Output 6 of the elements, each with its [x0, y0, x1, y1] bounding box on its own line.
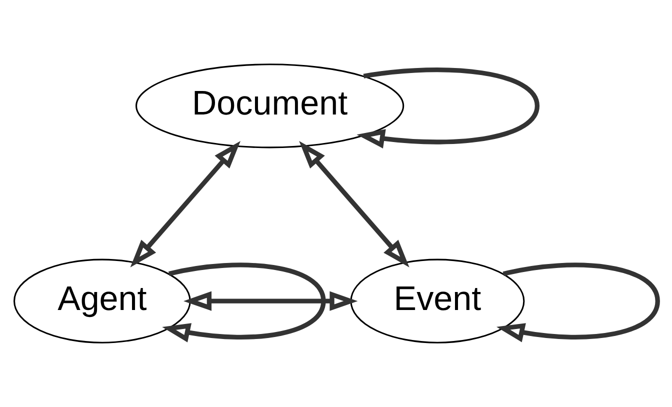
arrow [299, 141, 410, 268]
arrow [356, 68, 540, 148]
arrow [496, 262, 660, 342]
arrow [130, 141, 241, 268]
arrow [184, 291, 358, 311]
arrow [162, 262, 326, 342]
